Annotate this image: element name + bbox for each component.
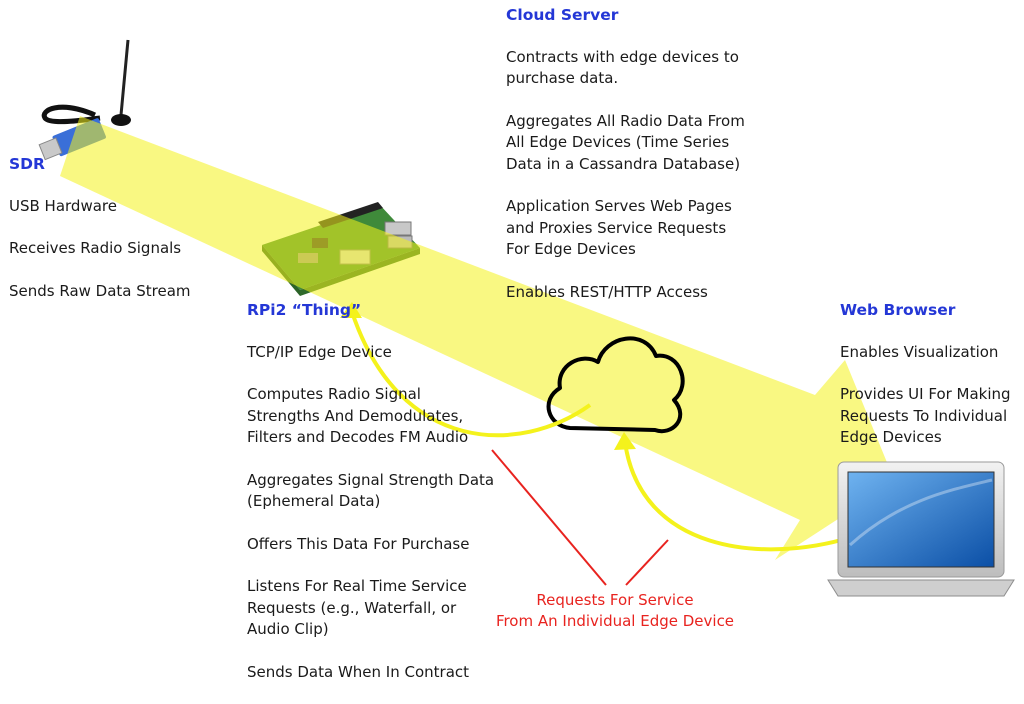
browser-title: Web Browser bbox=[840, 301, 956, 319]
cloud-item: Enables REST/HTTP Access bbox=[506, 282, 708, 301]
cloud-item: Contracts with edge devices to purchase … bbox=[506, 47, 739, 88]
cloud-title: Cloud Server bbox=[506, 6, 619, 24]
browser-item: Provides UI For Making Requests To Indiv… bbox=[840, 385, 1011, 446]
data-flow-arrow bbox=[60, 116, 895, 560]
rpi-item: Offers This Data For Purchase bbox=[247, 534, 470, 553]
cloud-icon bbox=[546, 336, 685, 434]
rpi-item: Sends Data When In Contract bbox=[247, 662, 470, 681]
browser-item: Enables Visualization bbox=[840, 342, 999, 361]
sdr-item: USB Hardware bbox=[9, 196, 117, 215]
laptop-icon bbox=[827, 461, 1015, 597]
cloud-item: Application Serves Web Pages and Proxies… bbox=[506, 197, 732, 258]
rpi-item: TCP/IP Edge Device bbox=[247, 342, 392, 361]
rpi-item: Computes Radio Signal Strengths And Demo… bbox=[247, 385, 469, 446]
cloud-item: Aggregates All Radio Data From All Edge … bbox=[506, 111, 745, 173]
rpi-title: RPi2 “Thing” bbox=[247, 301, 362, 319]
request-pointer-lines bbox=[491, 449, 669, 586]
rpi-item: Aggregates Signal Strength Data (Ephemer… bbox=[247, 470, 495, 511]
browser-description: Web Browser Enables Visualization Provid… bbox=[840, 300, 1024, 470]
rpi-item: Listens For Real Time Service Requests (… bbox=[247, 577, 467, 638]
requests-note: Requests For Service From An Individual … bbox=[495, 591, 735, 630]
request-flow-arrows bbox=[340, 302, 853, 552]
sdr-title: SDR bbox=[9, 155, 45, 173]
sdr-item: Sends Raw Data Stream bbox=[9, 281, 191, 300]
rpi-description: RPi2 “Thing” TCP/IP Edge Device Computes… bbox=[247, 300, 497, 704]
cloud-description: Cloud Server Contracts with edge devices… bbox=[506, 5, 766, 324]
sdr-description: SDR USB Hardware Receives Radio Signals … bbox=[9, 154, 209, 323]
sdr-item: Receives Radio Signals bbox=[9, 239, 182, 257]
